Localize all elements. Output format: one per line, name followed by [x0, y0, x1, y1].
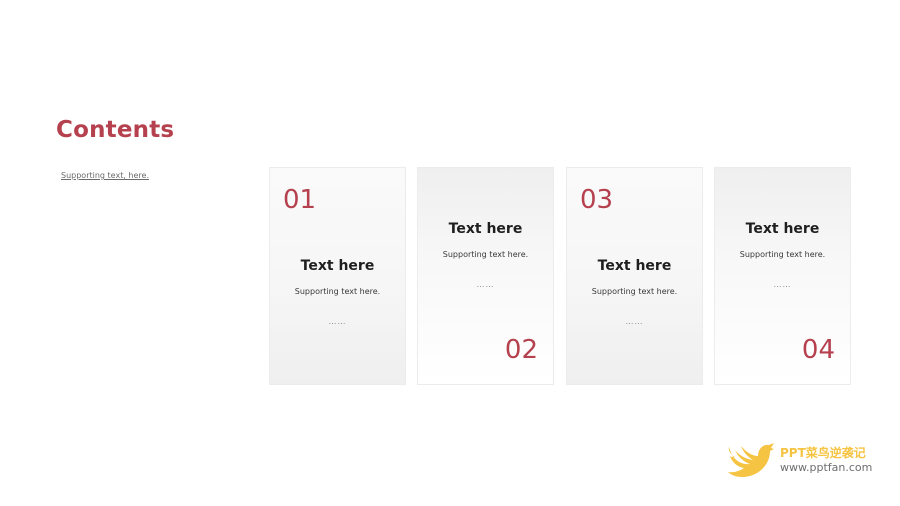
card-number: 02	[504, 335, 538, 365]
card-heading: Text here	[448, 221, 523, 237]
card-heading: Text here	[597, 258, 672, 274]
page-title: Contents	[56, 117, 175, 143]
card-ellipsis: ……	[328, 317, 347, 326]
card-body-text: Supporting text here.	[739, 250, 826, 259]
brand-name: PPT菜鸟逆袭记	[780, 446, 866, 460]
brand-url: www.pptfan.com	[780, 461, 873, 474]
card-body-text: Supporting text here.	[442, 250, 529, 259]
card-body-text: Supporting text here.	[591, 287, 678, 296]
card-ellipsis: ……	[773, 280, 792, 289]
card-heading: Text here	[300, 258, 375, 274]
content-card-1[interactable]: 01 Text here Supporting text here. ……	[269, 167, 406, 385]
supporting-text-link[interactable]: Supporting text, here.	[61, 171, 149, 180]
card-number: 03	[580, 185, 614, 215]
card-number: 01	[283, 185, 317, 215]
card-heading: Text here	[745, 221, 820, 237]
card-ellipsis: ……	[476, 280, 495, 289]
card-number: 04	[801, 335, 835, 365]
card-body-text: Supporting text here.	[294, 287, 381, 296]
bird-logo-icon	[728, 443, 774, 477]
content-card-4[interactable]: Text here Supporting text here. …… 04	[714, 167, 851, 385]
card-ellipsis: ……	[625, 317, 644, 326]
content-card-3[interactable]: 03 Text here Supporting text here. ……	[566, 167, 703, 385]
brand-watermark: PPT菜鸟逆袭记 www.pptfan.com	[726, 437, 886, 483]
content-card-2[interactable]: Text here Supporting text here. …… 02	[417, 167, 554, 385]
